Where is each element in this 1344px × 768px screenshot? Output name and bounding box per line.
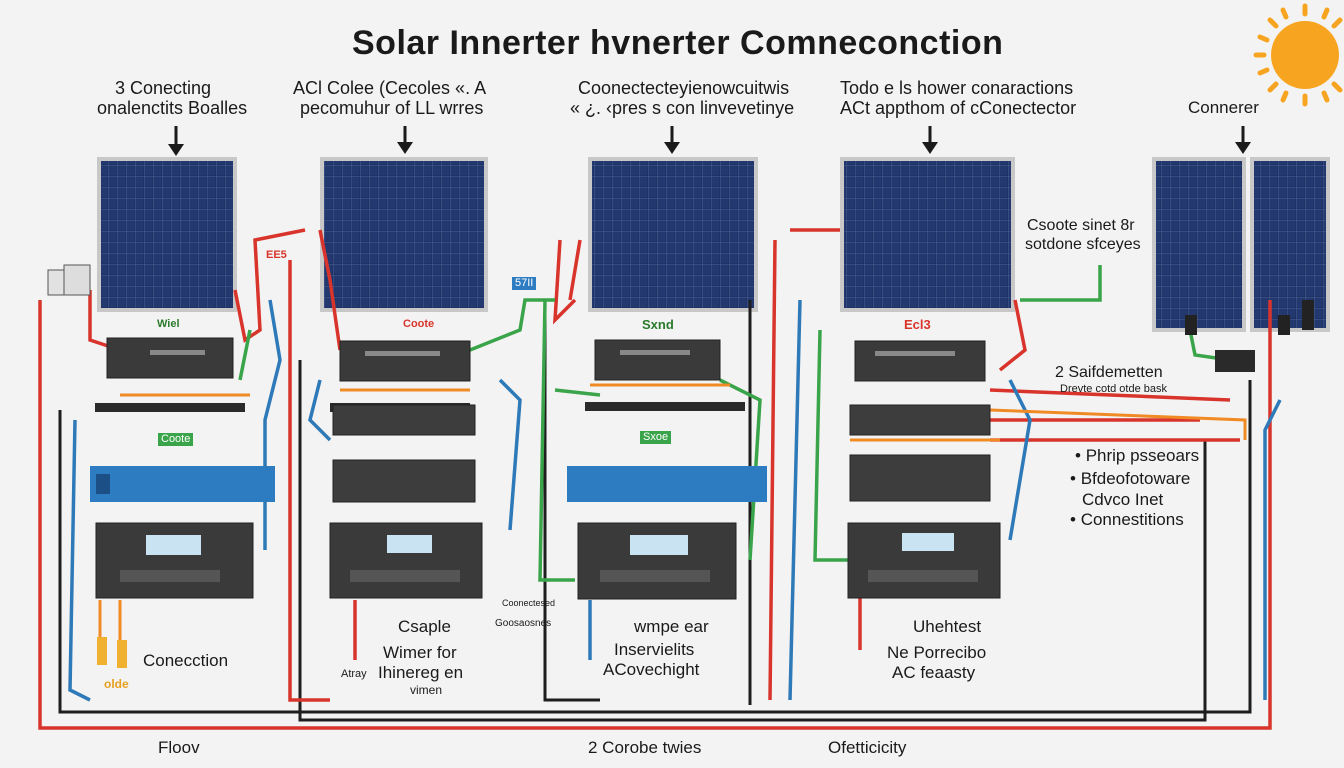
charge-controller xyxy=(106,337,234,379)
label-ac-feaasty: AC feaasty xyxy=(892,663,976,682)
solar-panel xyxy=(97,157,237,312)
label-wmpe-ear: wmpe ear xyxy=(634,617,709,636)
wire-blue xyxy=(68,299,1282,702)
solar-panel xyxy=(1152,157,1246,332)
label-atray: Atray xyxy=(341,668,367,680)
inverter xyxy=(95,522,254,599)
caption-4-line-2: ACt appthom of cConectector xyxy=(840,98,1077,118)
wire-orange xyxy=(98,383,1247,650)
label-acovechight: ACovechight xyxy=(603,660,700,679)
label-csaple: Csaple xyxy=(398,617,451,636)
wire-black xyxy=(58,300,1252,722)
tag-label: Wiel xyxy=(157,318,180,330)
side-note-1-line-1: Csoote sinet 8r xyxy=(1027,217,1135,234)
solar-panel xyxy=(320,157,488,312)
label-goosaosnes: Goosaosnes xyxy=(495,618,552,629)
solar-panel xyxy=(840,157,1015,312)
sun-icon xyxy=(1253,3,1343,107)
solar-panel xyxy=(1250,157,1330,332)
label-olde: olde xyxy=(104,677,129,691)
caption-5-line-1: Connerer xyxy=(1188,98,1259,117)
label-ne-porrecibo: Ne Porrecibo xyxy=(887,643,987,662)
tag-label: Ecl3 xyxy=(904,317,931,332)
caption-1-line-1: 3 Conecting xyxy=(115,78,212,98)
footer-center: 2 Corobe twies xyxy=(588,738,702,757)
bullet-item: • Bfdeofotoware xyxy=(1070,469,1191,488)
bullet-item: • Connestitions xyxy=(1070,510,1184,529)
charge-controller xyxy=(339,340,471,382)
tag-label: 57II xyxy=(512,277,537,290)
battery-module xyxy=(332,404,991,503)
blue-banner xyxy=(90,466,767,502)
side-note-2-sub: Drevte cotd otde bask xyxy=(1060,383,1168,395)
charge-controller xyxy=(594,339,721,381)
junction-box xyxy=(1185,300,1314,372)
bullet-item: Cdvco Inet xyxy=(1082,490,1164,509)
caption-3-line-2: « ¿. ‹pres s con linvevetinye xyxy=(570,98,795,118)
inverter xyxy=(329,522,483,599)
caption-2-line-1: ACl Colee (Cecoles «. A xyxy=(293,78,487,98)
caption-1-line-2: onalenctits Boalles xyxy=(97,98,248,118)
connector xyxy=(47,264,91,296)
bullet-item: • Phrip psseoars xyxy=(1075,446,1200,465)
caption-2-line-2: pecomuhur of LL wrres xyxy=(300,98,484,118)
label-coonectesed: Coonectesed xyxy=(502,598,556,608)
side-note-2-title: 2 Saifdemetten xyxy=(1055,364,1163,381)
label-uhehtest: Uhehtest xyxy=(913,617,982,636)
caption-3-line-1: Coonectecteyienowcuitwis xyxy=(578,78,790,98)
tag-label: Sxnd xyxy=(642,317,674,332)
diagram-title: Solar Innerter hvnerter Comneconction xyxy=(352,24,1004,62)
label-connection: Conecction xyxy=(143,651,229,670)
inverter xyxy=(577,522,737,600)
fuse xyxy=(97,637,127,668)
label-vimen: vimen xyxy=(410,683,443,697)
tag-label: Coote xyxy=(158,433,194,446)
tag-label: Sxoe xyxy=(640,431,672,444)
down-arrow-icon xyxy=(168,126,1251,156)
charge-controller xyxy=(854,340,986,382)
inverter xyxy=(847,522,1001,599)
side-note-1-line-2: sotdone sfceyes xyxy=(1025,236,1141,253)
tag-label: Coote xyxy=(403,318,435,330)
wire-red xyxy=(38,228,1272,730)
label-wimer-for: Wimer for xyxy=(383,643,457,662)
label-ihinereg: Ihinereg en xyxy=(378,663,464,682)
tag-label: EE5 xyxy=(266,249,287,261)
footer-right: Ofetticicity xyxy=(828,738,907,757)
label-inservielits: Inservielits xyxy=(614,640,695,659)
caption-4-line-1: Todo e ls hower conaractions xyxy=(840,78,1074,98)
solar-panel xyxy=(588,157,758,312)
footer-left: Floov xyxy=(158,738,200,757)
